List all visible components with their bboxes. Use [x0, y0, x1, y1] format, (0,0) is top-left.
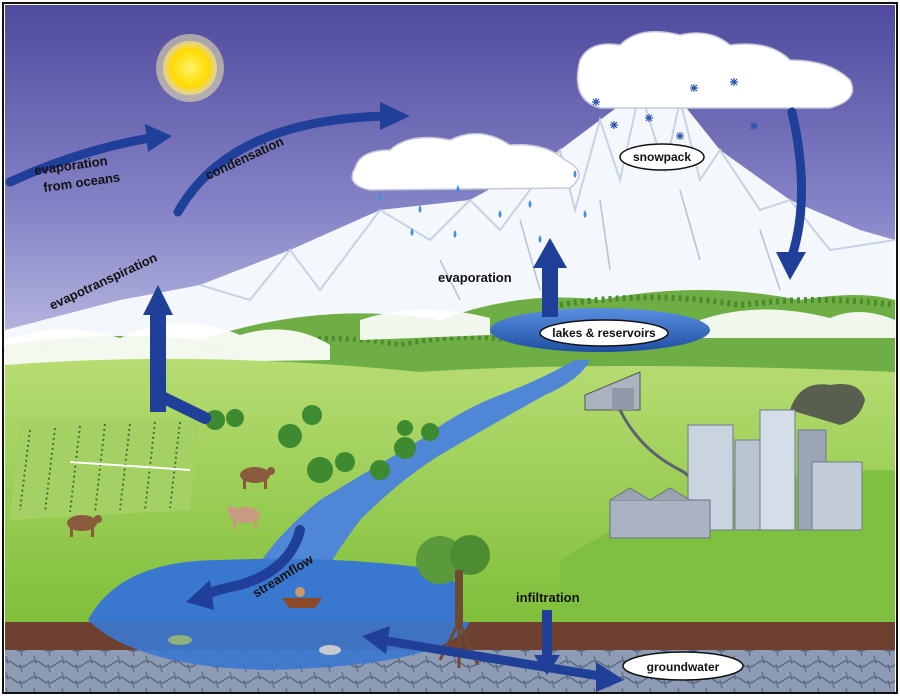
irrigation-icon: [10, 420, 200, 520]
cow-icon: [67, 515, 102, 537]
sun-icon: [156, 34, 224, 102]
fish-icon: [168, 635, 341, 655]
boat-icon: [282, 587, 322, 608]
label-infiltration: infiltration: [516, 590, 580, 605]
label-groundwater: groundwater: [647, 660, 720, 674]
tree-icon: [416, 535, 490, 668]
foothill-snow-left: [5, 323, 330, 365]
cow-icon: [227, 506, 260, 529]
cloud-icon: [576, 30, 854, 109]
evaporation-arrow: [533, 238, 567, 317]
rock-layer: [5, 650, 895, 692]
label-lakes-reservoirs: lakes & reservoirs: [552, 326, 656, 340]
raindrop-icon: [378, 160, 652, 243]
label-snowpack: snowpack: [633, 150, 691, 164]
city-icon: [609, 384, 865, 539]
arrow-icon: [5, 107, 807, 681]
river: [250, 360, 590, 600]
label-evaporation: evaporation: [438, 270, 512, 285]
tree-icon: [205, 405, 439, 483]
arrow-heads: [145, 102, 806, 692]
evapotranspiration-arrow: [143, 285, 211, 424]
groundwater-pill: groundwater: [622, 651, 744, 681]
lakes-reservoirs-pill: lakes & reservoirs: [539, 319, 669, 347]
cow-icon: [240, 467, 275, 489]
infiltration-arrow: [534, 610, 560, 675]
snowpack-pill: snowpack: [619, 143, 705, 171]
cloud-icon: [351, 132, 580, 191]
snowflake-icon: [592, 78, 758, 140]
